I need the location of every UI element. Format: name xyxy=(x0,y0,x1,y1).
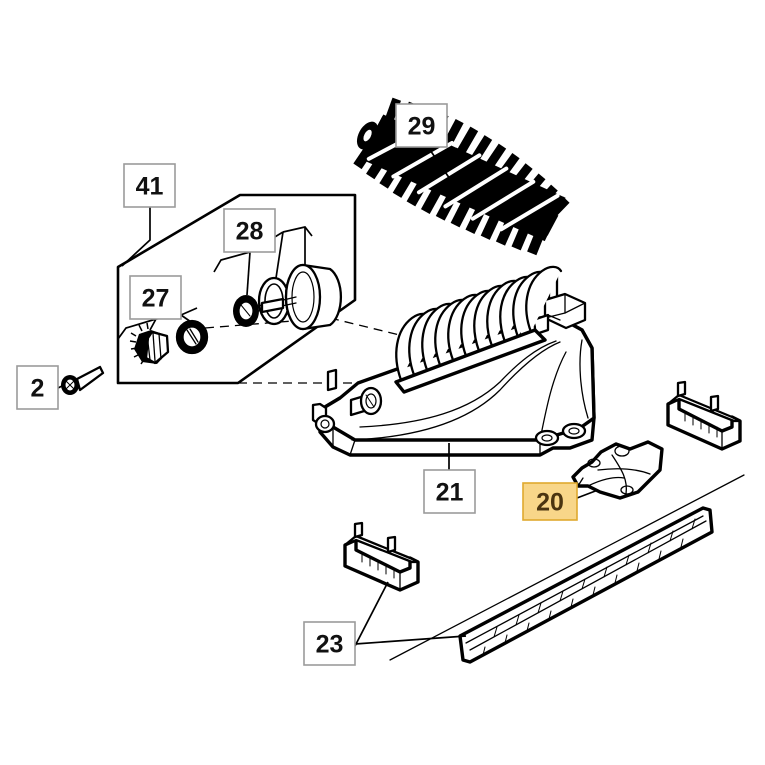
callout-leaders xyxy=(57,146,599,647)
callout-28-leaders xyxy=(213,226,313,296)
part-27-pinion-gear xyxy=(129,322,170,365)
part-23-retainer-bracket-left xyxy=(343,521,420,592)
part-21-brush-housing xyxy=(311,265,596,457)
callout-2-text: 2 xyxy=(31,375,45,403)
callout-27[interactable]: 27 xyxy=(129,275,182,320)
callout-29[interactable]: 29 xyxy=(395,103,448,148)
callout-2[interactable]: 2 xyxy=(16,365,59,410)
callout-41-text: 41 xyxy=(136,173,164,201)
part-27-bearing-ring xyxy=(175,319,209,355)
callout-21[interactable]: 21 xyxy=(423,469,476,514)
housing-comb-fins xyxy=(395,265,563,382)
part-29-brush-roller xyxy=(353,97,570,256)
callout-20-highlighted[interactable]: 20 xyxy=(522,482,578,521)
part-2-screw xyxy=(61,365,105,395)
callout-23-text: 23 xyxy=(316,631,344,659)
callout-29-text: 29 xyxy=(408,113,436,141)
part-23-retainer-bracket-right xyxy=(666,380,742,451)
part-20-mount-shoe xyxy=(571,440,664,500)
callout-41[interactable]: 41 xyxy=(123,163,176,208)
part-23-scraper-blade xyxy=(389,474,745,664)
callout-23[interactable]: 23 xyxy=(303,621,356,666)
callout-28[interactable]: 28 xyxy=(223,208,276,253)
callout-20-text: 20 xyxy=(536,489,564,517)
part-28-pulley-drum xyxy=(257,263,343,331)
callout-21-text: 21 xyxy=(436,479,464,507)
callout-28-text: 28 xyxy=(236,218,264,246)
part-28-bearing xyxy=(233,295,259,327)
callout-27-text: 27 xyxy=(142,285,170,313)
